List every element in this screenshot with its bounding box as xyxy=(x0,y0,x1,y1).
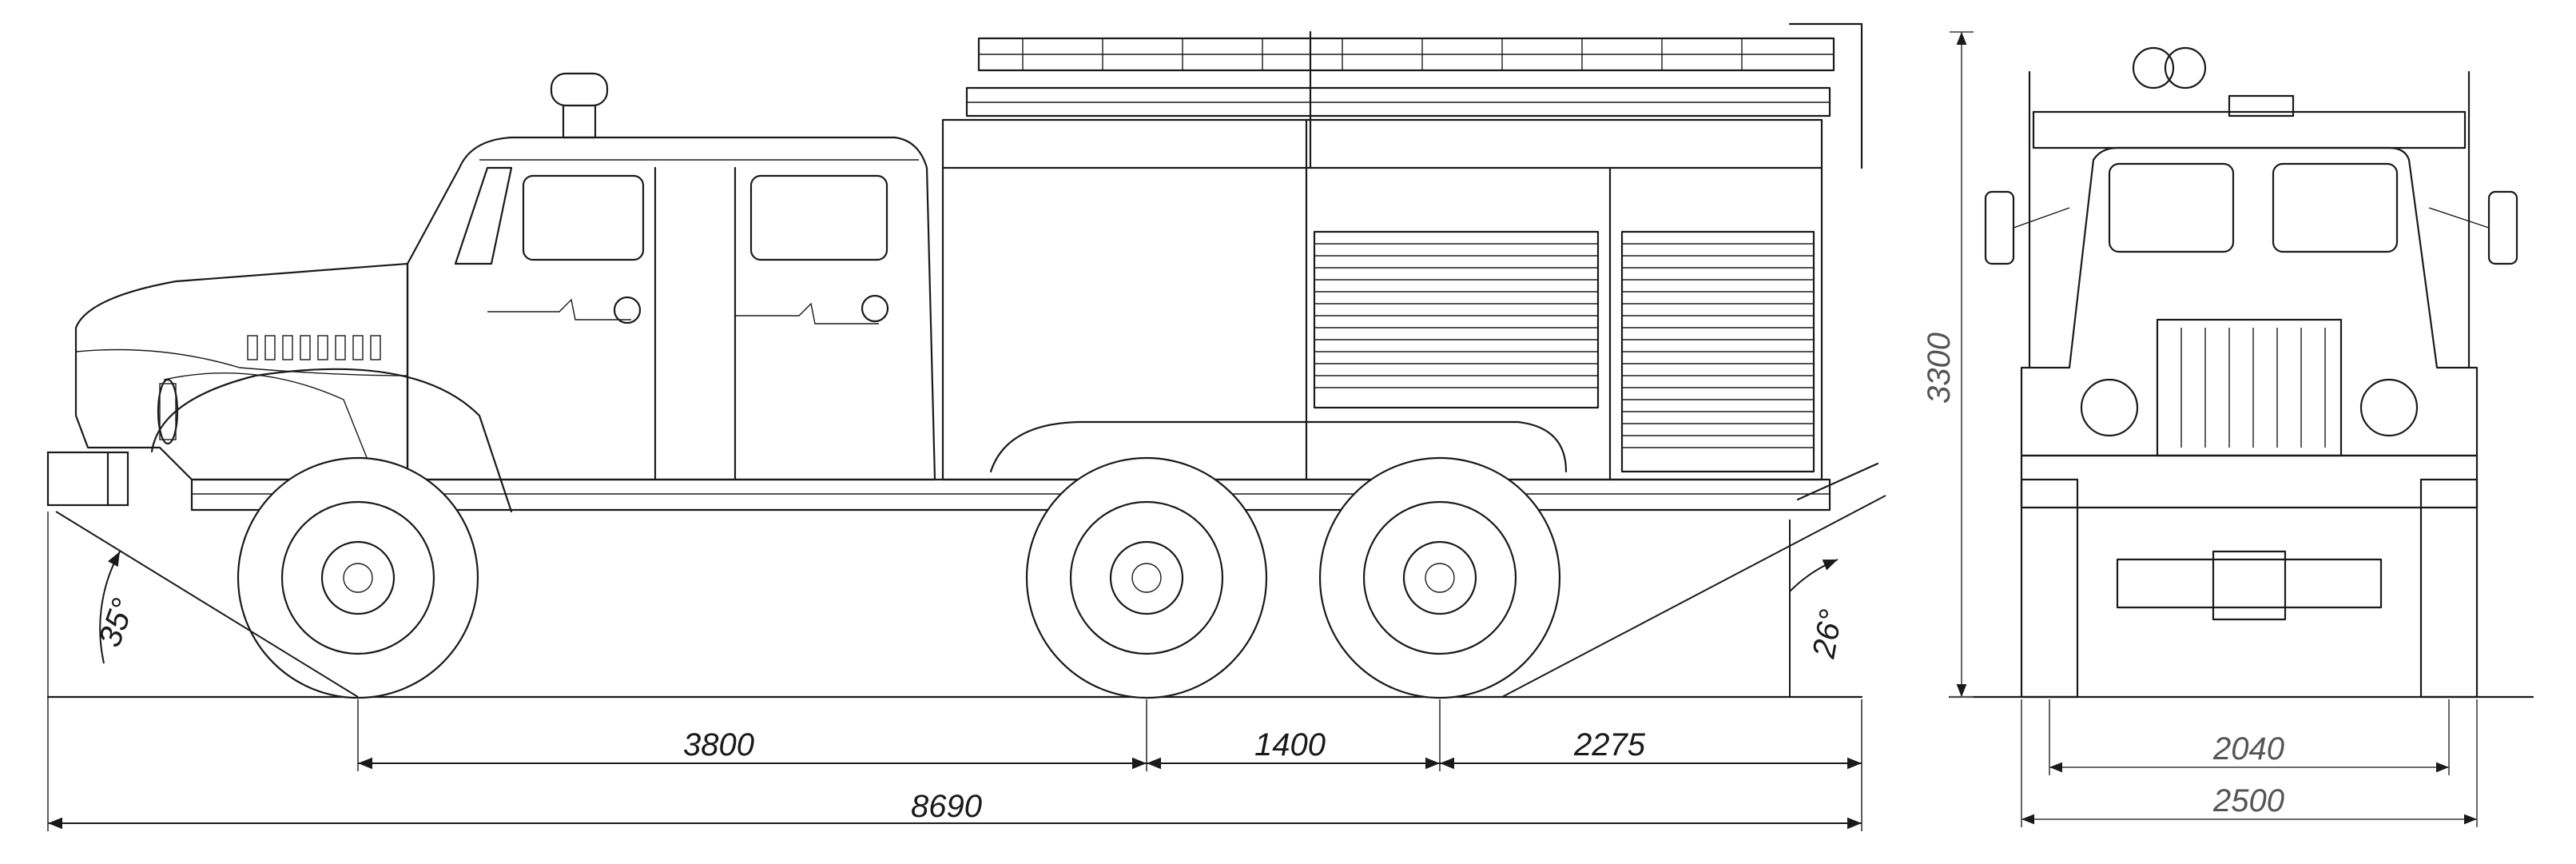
wheelbase-rear-label: 1400 xyxy=(1254,727,1326,762)
rear-overhang-label: 2275 xyxy=(1573,727,1646,762)
departure-angle: 26° xyxy=(1501,495,1886,698)
front-bumper-fv xyxy=(2020,454,2479,509)
side-view: 35° 26° 3800 1400 2275 8690 xyxy=(46,22,1886,831)
width-label: 2500 xyxy=(2212,783,2284,818)
track-label: 2040 xyxy=(2212,731,2284,766)
roller-shutters xyxy=(1313,230,1815,473)
front-wheel xyxy=(237,456,479,699)
departure-angle-label: 26° xyxy=(1806,607,1849,661)
approach-angle-label: 35° xyxy=(92,594,141,651)
front-dimensions: 3300 2040 2500 xyxy=(1922,31,2478,827)
rear-fender xyxy=(989,420,1568,473)
front-view: 3300 2040 2500 xyxy=(1922,31,2534,827)
height-label: 3300 xyxy=(1922,332,1957,404)
side-dimensions: 3800 1400 2275 8690 xyxy=(47,512,1862,831)
overall-length-label: 8690 xyxy=(911,789,982,824)
hood-vents xyxy=(247,335,381,360)
rear-wheel-2 xyxy=(1318,456,1561,699)
rear-wheel-1 xyxy=(1025,456,1268,699)
front-cab xyxy=(1984,46,2518,621)
body-tank xyxy=(941,22,1879,501)
roof-ladders xyxy=(965,22,1863,169)
hood xyxy=(74,262,409,481)
cab xyxy=(406,72,936,481)
front-bumper xyxy=(46,451,129,507)
wheelbase-front-label: 3800 xyxy=(683,727,754,762)
front-fender xyxy=(150,368,513,513)
